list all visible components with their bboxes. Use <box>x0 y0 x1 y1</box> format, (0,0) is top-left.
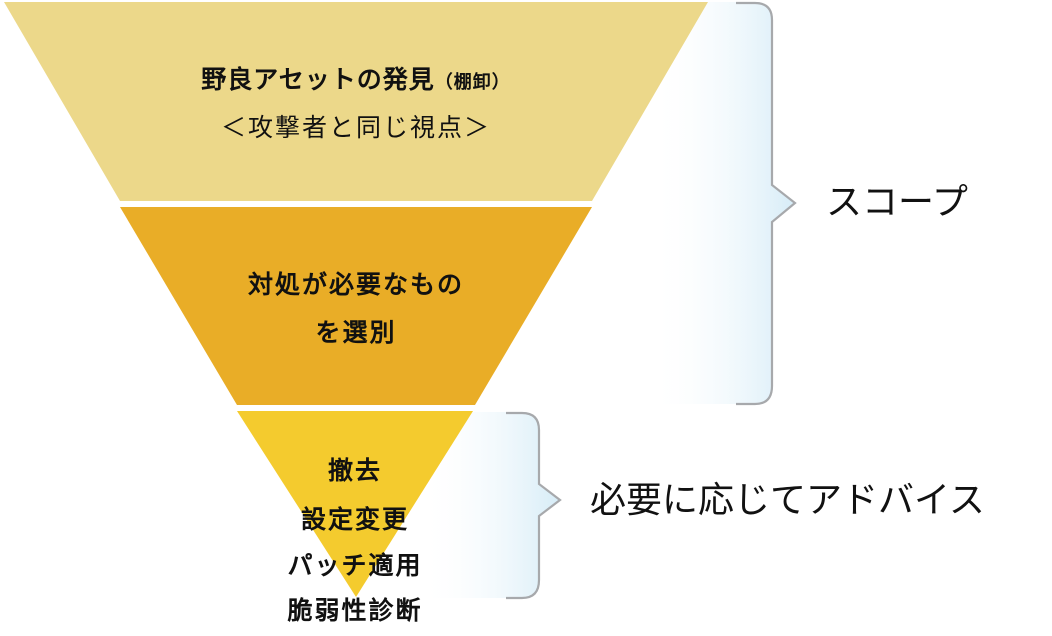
level1-title-note: （棚卸） <box>434 72 511 93</box>
scope-brace-fill <box>650 2 795 404</box>
level1-title: 野良アセットの発見 <box>201 65 435 94</box>
advice-label: 必要に応じてアドバイス <box>590 480 985 521</box>
level2-line2: を選別 <box>315 318 397 347</box>
scope-label: スコープ <box>826 182 968 223</box>
level1-title-line: 野良アセットの発見（棚卸） <box>120 67 592 92</box>
advice-brace <box>506 411 562 600</box>
level3-item-3: パッチ適用 <box>287 551 423 580</box>
funnel-level-discovery <box>4 2 708 201</box>
level3-item-4: 脆弱性診断 <box>287 596 423 625</box>
level1-subtitle: ＜攻撃者と同じ視点＞ <box>220 113 491 142</box>
funnel-level-remediation <box>237 411 473 597</box>
advice-brace-fill <box>420 412 560 598</box>
level2-line1: 対処が必要なもの <box>247 270 464 299</box>
level3-item-2: 設定変更 <box>300 505 409 534</box>
funnel-level-selection <box>120 207 592 405</box>
scope-brace <box>736 1 797 406</box>
level3-item-1: 撤去 <box>327 456 382 485</box>
